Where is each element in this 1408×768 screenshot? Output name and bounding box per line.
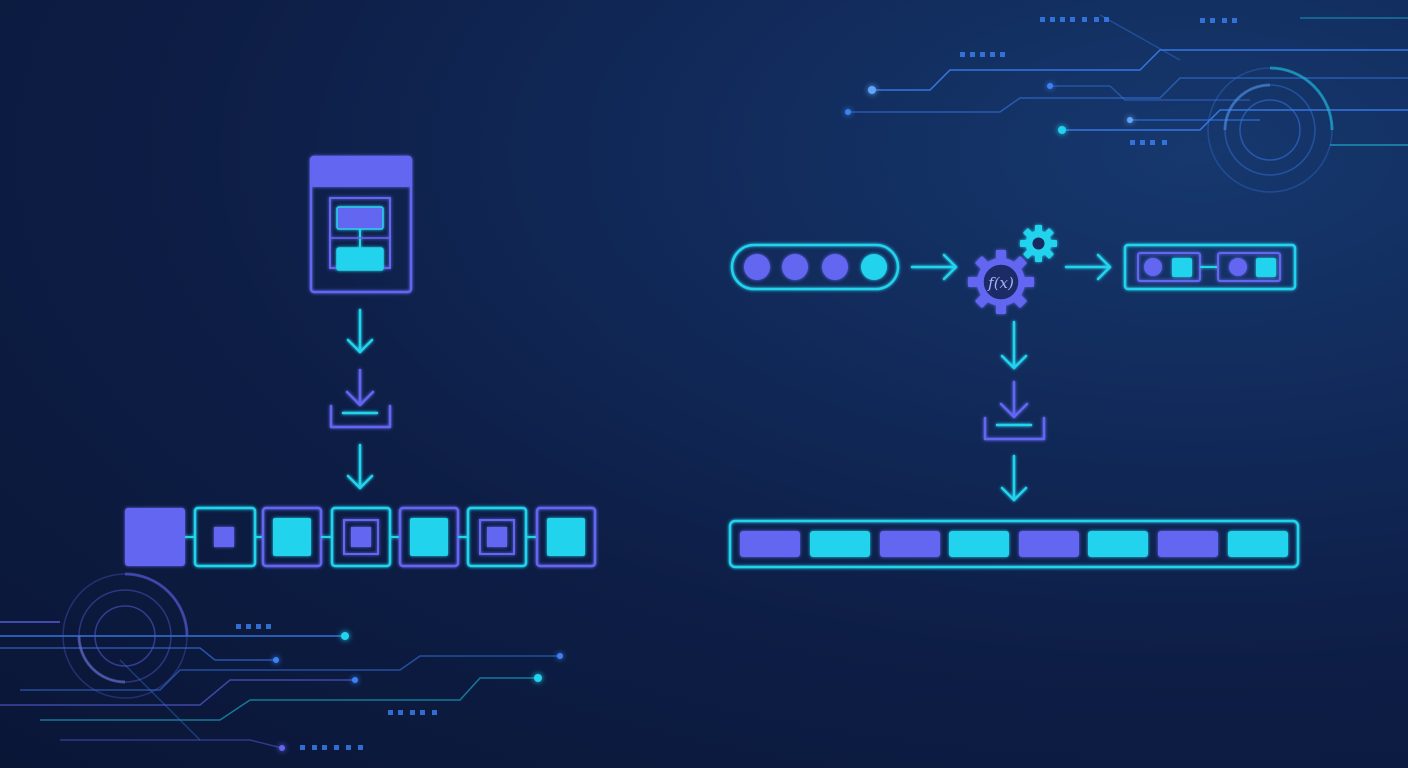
output-pairs-box xyxy=(1123,243,1297,291)
cell-large-square xyxy=(398,506,460,568)
circuit-lines-bottom-left xyxy=(0,572,560,749)
function-label: f(x) xyxy=(987,274,1014,292)
bar-segment xyxy=(740,531,800,557)
cell-nested-square xyxy=(330,506,392,568)
input-dot xyxy=(861,254,887,280)
cell-small-square xyxy=(193,506,257,568)
circuit-nodes-bottom-left xyxy=(273,632,563,751)
circuit-lines-top-right xyxy=(848,14,1408,193)
left-diagram xyxy=(125,155,597,568)
dash-marks-top-right xyxy=(960,17,1237,145)
arrow-down-icon xyxy=(346,443,374,490)
memory-cell-strip xyxy=(125,506,597,568)
bar-segment xyxy=(1019,531,1079,557)
arrow-right-icon xyxy=(1064,253,1112,281)
right-diagram: f(x) xyxy=(728,225,1300,569)
arrow-down-icon xyxy=(1000,320,1028,370)
small-gear-icon xyxy=(1020,225,1057,262)
input-dot xyxy=(782,254,808,280)
input-dot xyxy=(822,254,848,280)
cell-large-square xyxy=(261,506,323,568)
bar-segment xyxy=(810,531,870,557)
large-gear-icon: f(x) xyxy=(968,250,1034,314)
target-circle-top-right xyxy=(1207,66,1334,193)
bar-segment xyxy=(880,531,940,557)
input-dot xyxy=(744,254,770,280)
cell-large-square xyxy=(535,506,597,568)
input-sequence-pill xyxy=(730,243,900,291)
cell-nested-square xyxy=(466,506,528,568)
circuit-nodes-top-right xyxy=(845,83,1133,134)
arrow-down-icon xyxy=(346,308,374,354)
bar-segment xyxy=(1158,531,1218,557)
download-tray-icon xyxy=(329,368,392,429)
bar-segment xyxy=(949,531,1009,557)
arrow-down-icon xyxy=(1000,454,1028,502)
output-bar xyxy=(728,519,1300,569)
dash-marks-bottom-left xyxy=(236,624,437,750)
bar-segment xyxy=(1228,531,1288,557)
document-layout-icon xyxy=(309,155,413,294)
cell-solid xyxy=(125,508,185,566)
arrow-right-icon xyxy=(910,253,958,281)
bar-segment xyxy=(1088,531,1148,557)
target-circle-bottom-left xyxy=(62,572,189,699)
download-tray-icon xyxy=(983,380,1046,441)
